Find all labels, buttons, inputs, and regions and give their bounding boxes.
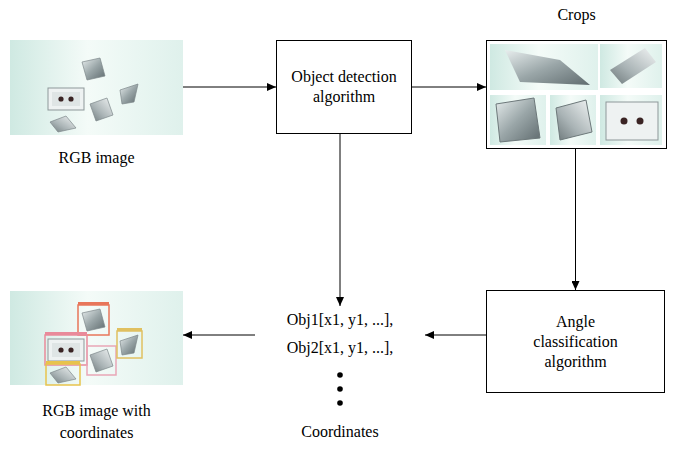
arrow-connector: [340, 134, 341, 306]
photo-frame: [10, 40, 183, 135]
arrow-connector: [183, 87, 276, 88]
process-box: Object detection algorithm: [276, 40, 412, 134]
photo-frame: [10, 291, 183, 385]
ellipsis-space: [255, 362, 425, 420]
crops-node: Crops: [486, 0, 667, 149]
box-text: Object detection algorithm: [284, 67, 404, 107]
annotated-photo: [10, 291, 183, 385]
coordinate-list: Obj1[x1, y1, ...],: [255, 306, 425, 334]
arrow-connector: [425, 335, 486, 336]
rgb-photo: [10, 40, 183, 135]
process-box: Angle classification algorithm: [486, 290, 665, 393]
ellipsis-dots: [337, 372, 343, 406]
arrow-connector: [183, 335, 255, 336]
image-node: RGB image: [10, 40, 183, 168]
image-caption: RGB image with coordinates: [37, 400, 157, 444]
coordinates-label: Coordinates: [255, 420, 425, 444]
crops-heading: Crops: [486, 0, 667, 30]
coordinates-node: Obj1[x1, y1, ...],Obj2[x1, y1, ...], Coor…: [255, 306, 425, 444]
arrow-connector: [575, 149, 576, 290]
image-node: RGB image with coordinates: [10, 291, 183, 444]
crops-frame: [486, 40, 667, 149]
arrow-connector: [412, 87, 486, 88]
box-text: Angle classification algorithm: [528, 312, 623, 372]
coordinate-list: Obj2[x1, y1, ...],: [255, 334, 425, 362]
crop-images: [490, 44, 662, 145]
image-caption: RGB image: [10, 148, 183, 168]
